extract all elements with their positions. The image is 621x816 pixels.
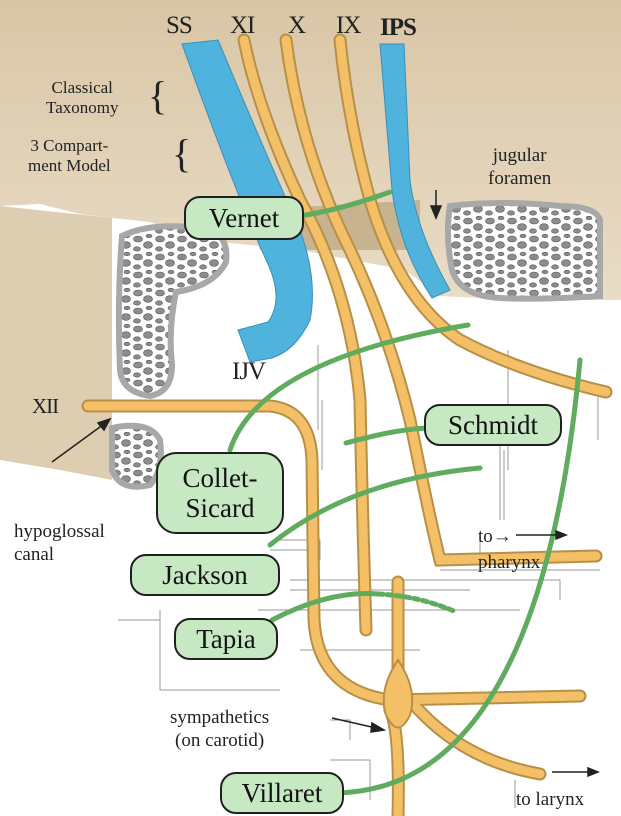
legend-classical-taxonomy: Classical Taxonomy bbox=[46, 78, 118, 118]
syndrome-schmidt: Schmidt bbox=[424, 404, 562, 446]
brace-three-compartment: { bbox=[172, 134, 191, 174]
label-jugular-foramen: jugular foramen bbox=[488, 144, 551, 190]
label-internal-jugular-vein: IJV bbox=[232, 358, 265, 386]
syndrome-vernet: Vernet bbox=[184, 196, 304, 240]
label-sigmoid-sinus: SS bbox=[166, 12, 192, 40]
label-nerve-x: X bbox=[288, 12, 305, 40]
petrous-bone-left bbox=[119, 226, 227, 396]
sympathetic-ganglion bbox=[384, 660, 413, 728]
syndrome-villaret: Villaret bbox=[220, 772, 344, 814]
label-nerve-xii: XII bbox=[32, 394, 58, 419]
occipital-condyle bbox=[112, 426, 161, 487]
label-sympathetics: sympathetics (on carotid) bbox=[170, 706, 269, 752]
label-nerve-ix: IX bbox=[336, 12, 360, 40]
brace-classical: { bbox=[148, 76, 167, 116]
label-to-larynx: to larynx bbox=[516, 788, 584, 811]
label-to-pharynx: to→ pharynx bbox=[478, 524, 540, 576]
skull-base-lower-bone bbox=[0, 206, 112, 480]
label-inferior-petrosal-sinus: IPS bbox=[380, 14, 416, 42]
syndrome-collet-sicard: Collet- Sicard bbox=[156, 452, 284, 534]
label-nerve-xi: XI bbox=[230, 12, 254, 40]
label-hypoglossal-canal: hypoglossal canal bbox=[14, 520, 105, 566]
syndrome-jackson: Jackson bbox=[130, 554, 280, 596]
syndrome-tapia: Tapia bbox=[174, 618, 278, 660]
temporal-bone-right bbox=[448, 203, 600, 299]
legend-three-compartment: 3 Compart- ment Model bbox=[28, 136, 111, 176]
